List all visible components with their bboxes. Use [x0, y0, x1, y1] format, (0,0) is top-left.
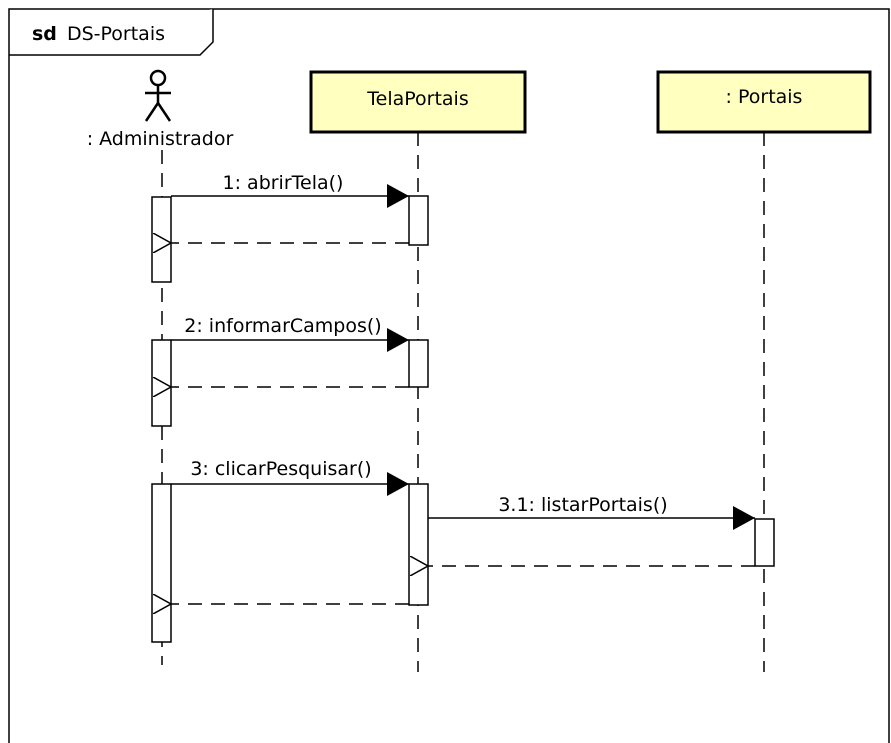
- message-labels: 1: abrirTela() 2: informarCampos() 3: cl…: [184, 172, 667, 516]
- frame-border: [8, 8, 890, 743]
- lifelines: [161, 132, 765, 672]
- actor-left-leg: [144, 102, 160, 122]
- actor: [144, 69, 172, 122]
- sync-messages: [171, 184, 755, 530]
- message-label-1: 1: abrirTela(): [223, 172, 344, 194]
- frame-name: DS-Portais: [67, 23, 165, 45]
- frame: sd DS-Portais: [8, 8, 890, 743]
- activation-telaportais-3: [408, 483, 429, 606]
- message-label-3-1: 3.1: listarPortais(): [498, 494, 667, 516]
- lifeline-head-portais: : Portais: [656, 70, 872, 134]
- actor-label: : Administrador: [87, 128, 234, 150]
- activation-administrador-3: [151, 483, 172, 643]
- lifeline-head-telaportais: TelaPortais: [309, 70, 527, 134]
- frame-keyword: sd: [32, 23, 57, 45]
- lifeline-label-telaportais: TelaPortais: [366, 88, 468, 110]
- actor-right-leg: [156, 102, 172, 122]
- lifeline-label-portais: : Portais: [726, 86, 803, 108]
- frame-title: sd DS-Portais: [32, 23, 165, 45]
- activation-telaportais-1: [408, 195, 429, 246]
- return-messages: [171, 243, 755, 604]
- actor-head-icon: [149, 69, 167, 87]
- lifeline-box-portais: [656, 70, 872, 134]
- activation-bars: [151, 195, 775, 643]
- activation-telaportais-2: [408, 339, 429, 388]
- frame-tab: [9, 9, 214, 56]
- activation-portais-1: [754, 518, 775, 567]
- activation-administrador-1: [151, 196, 172, 283]
- activation-administrador-2: [151, 339, 172, 427]
- message-label-3: 3: clicarPesquisar(): [190, 458, 371, 480]
- lifeline-box-telaportais: [309, 70, 527, 134]
- message-label-2: 2: informarCampos(): [184, 315, 381, 337]
